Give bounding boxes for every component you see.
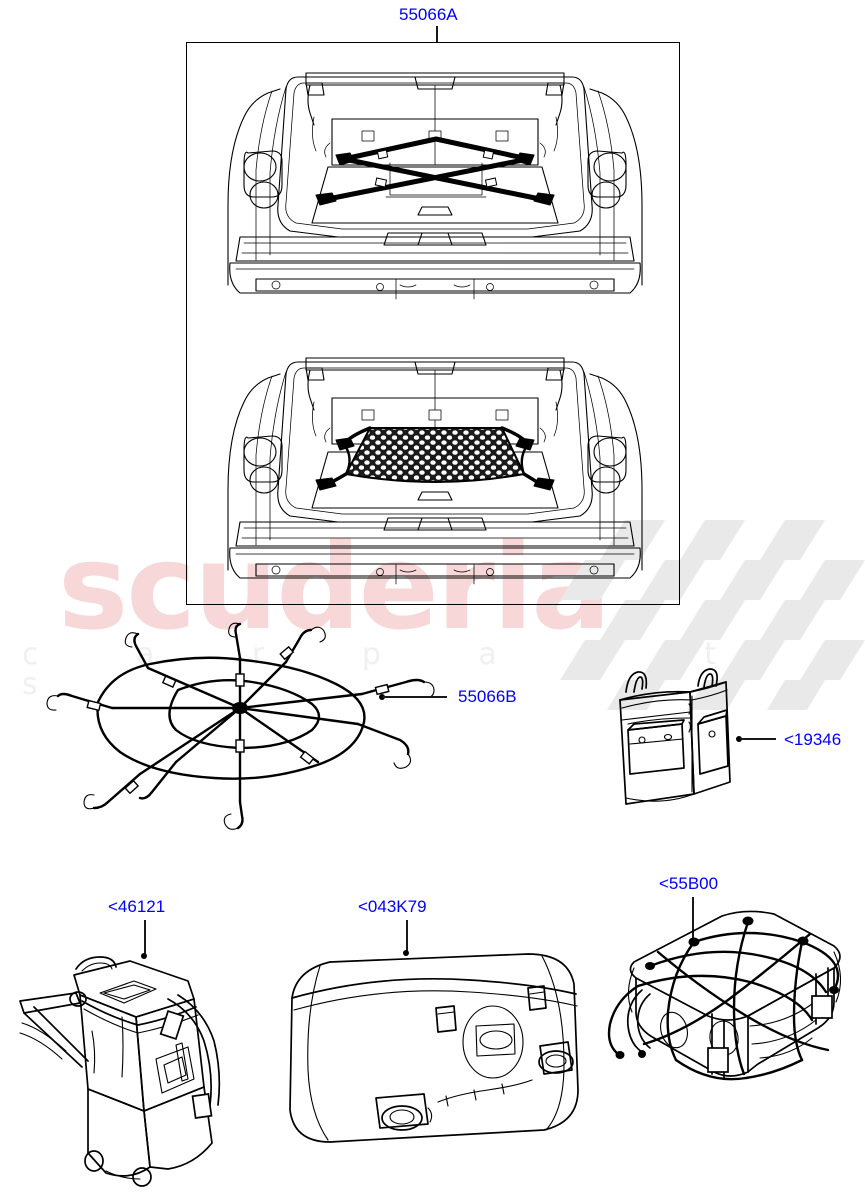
leader-line-19346 [740, 738, 776, 740]
cooler-bag [619, 668, 731, 805]
leader-dot-55066b [379, 694, 385, 700]
vehicle-illustration-frame [186, 42, 680, 605]
spider-cargo-net [46, 622, 435, 830]
leader-dot-46121 [141, 953, 147, 959]
cargo-retention-strap-view [227, 72, 643, 300]
leader-dot-19346 [736, 736, 742, 742]
part-label-46121: <46121 [108, 897, 166, 916]
part-label-19346: <19346 [784, 730, 842, 749]
leader-dot-043k79 [403, 950, 409, 956]
leader-line-55b00 [692, 897, 694, 941]
part-label-55066b: 55066B [458, 687, 517, 706]
soft-holdall-bag [289, 953, 579, 1143]
leader-line-043k79 [406, 920, 408, 953]
netted-duffel-bag [607, 910, 842, 1081]
leader-line-55066b [383, 696, 447, 698]
leader-line-55066a [436, 26, 438, 43]
leader-line-46121 [144, 920, 146, 956]
part-label-55b00: <55B00 [659, 874, 719, 893]
cargo-mesh-net-view [227, 357, 643, 585]
wheeled-suitcase [19, 956, 221, 1187]
part-label-043k79: <043K79 [358, 897, 427, 916]
part-label-55066a: 55066A [399, 5, 458, 24]
